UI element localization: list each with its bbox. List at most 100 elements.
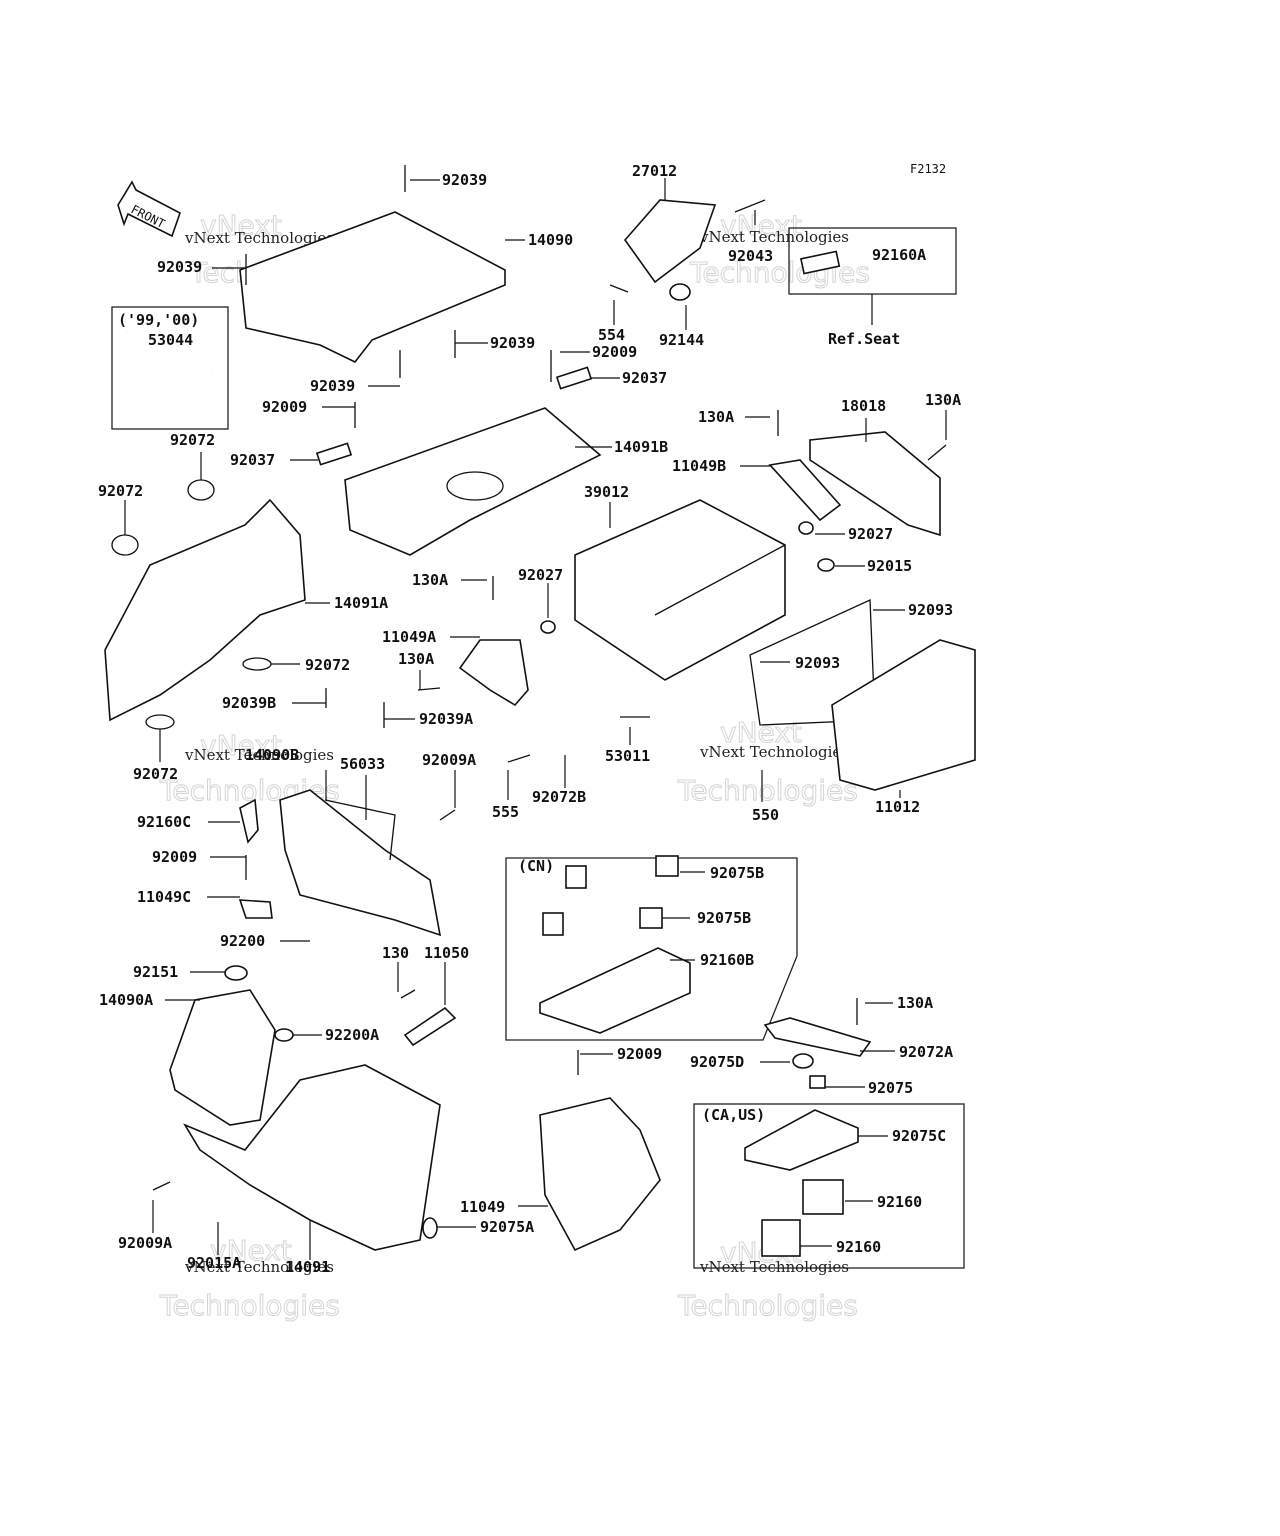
part-92200A: [274, 1028, 294, 1042]
watermark-small: vNext Technologies: [184, 746, 334, 764]
label-53044: 53044: [148, 331, 193, 349]
label-130A: 130A: [897, 994, 933, 1012]
label-92075B: 92075B: [710, 864, 764, 882]
part-11049A: [458, 639, 529, 707]
watermark-large: vNext: [200, 209, 282, 242]
cn-box-label: (CN): [518, 857, 554, 875]
watermark-small: vNext Technologies: [699, 743, 849, 761]
part-92072-clip: [242, 657, 272, 671]
watermark-large: vNext: [720, 716, 802, 749]
part-18018: [809, 431, 941, 537]
label-11012: 11012: [875, 798, 920, 816]
part-92160-ca1: [802, 1179, 844, 1215]
part-11050: [403, 1006, 457, 1047]
cn-box: [505, 857, 798, 1041]
watermark-small: vNext Technologies: [184, 1258, 334, 1276]
label-555: 555: [492, 803, 519, 821]
label-92144: 92144: [659, 331, 704, 349]
label-92027: 92027: [518, 566, 563, 584]
part-92075B-cn3: [542, 912, 564, 936]
label-92039B: 92039B: [222, 694, 276, 712]
label-14090A: 14090A: [99, 991, 153, 1009]
label-18018: 18018: [841, 397, 886, 415]
part-92160C: [239, 798, 259, 844]
part-92072A: [763, 1017, 872, 1057]
label-550: 550: [752, 806, 779, 824]
watermark-large: Technologies: [159, 1289, 340, 1322]
part-11049B: [768, 459, 842, 522]
part-92075A: [422, 1217, 438, 1239]
watermark-small: vNext Technologies: [699, 228, 849, 246]
ca-us-box: [693, 1103, 965, 1269]
part-92160A: [799, 250, 841, 275]
label-92200A: 92200A: [325, 1026, 379, 1044]
part-92072-clip: [145, 714, 175, 730]
watermark-large: vNext: [200, 729, 282, 762]
part-11049C: [238, 899, 273, 919]
label-92037: 92037: [230, 451, 275, 469]
label-92009A: 92009A: [422, 751, 476, 769]
label-92093: 92093: [795, 654, 840, 672]
label-92072B: 92072B: [532, 788, 586, 806]
label-11049: 11049: [460, 1198, 505, 1216]
part-56033: [324, 799, 396, 861]
watermark-small: vNext Technologies: [184, 229, 334, 247]
part-92072-clip: [187, 479, 215, 501]
part-14090A: [169, 989, 276, 1126]
label-92039: 92039: [310, 377, 355, 395]
label-92039: 92039: [157, 258, 202, 276]
label-39012: 39012: [584, 483, 629, 501]
label-11049A: 11049A: [382, 628, 436, 646]
label-92039A: 92039A: [419, 710, 473, 728]
part-92160B: [539, 947, 691, 1034]
part-labels: 92039 14090 92039 53044 92039 92039 9200…: [98, 162, 961, 1276]
part-92037: [555, 366, 593, 390]
part-92151: [224, 965, 248, 981]
ref-seat-label: Ref.Seat: [828, 330, 900, 348]
part-14091B: [344, 407, 602, 556]
part-11049: [539, 1097, 661, 1252]
part-14091A: [104, 498, 306, 722]
label-92160C: 92160C: [137, 813, 191, 831]
label-14090: 14090: [528, 231, 573, 249]
label-92075C: 92075C: [892, 1127, 946, 1145]
label-92072: 92072: [98, 482, 143, 500]
label-92072: 92072: [133, 765, 178, 783]
label-14091: 14091: [285, 1258, 330, 1276]
label-92039: 92039: [490, 334, 535, 352]
label-92075B: 92075B: [697, 909, 751, 927]
label-92075D: 92075D: [690, 1053, 744, 1071]
part-92027: [798, 521, 814, 535]
part-92075B-cn4: [639, 907, 663, 929]
label-11050: 11050: [424, 944, 469, 962]
part-27012: [623, 199, 717, 284]
part-92027: [540, 620, 556, 634]
part-92075B-cn2: [655, 855, 679, 877]
label-92072A: 92072A: [899, 1043, 953, 1061]
leader-lines: [124, 178, 947, 1260]
label-92037: 92037: [622, 369, 667, 387]
label-27012: 27012: [632, 162, 677, 180]
part-92075C: [744, 1109, 859, 1171]
part-92075B-cn1: [565, 865, 587, 889]
label-92072: 92072: [305, 656, 350, 674]
label-92009: 92009: [592, 343, 637, 361]
part-92075D: [792, 1053, 814, 1069]
label-56033: 56033: [340, 755, 385, 773]
front-arrow: FRONT: [117, 180, 181, 238]
part-14091: [183, 1064, 441, 1251]
label-92160: 92160: [836, 1238, 881, 1256]
label-11049C: 11049C: [137, 888, 191, 906]
label-130: 130: [382, 944, 409, 962]
label-130A: 130A: [925, 391, 961, 409]
label-14091B: 14091B: [614, 438, 668, 456]
label-130A: 130A: [398, 650, 434, 668]
watermark-small: vNext Technologies: [699, 1258, 849, 1276]
label-53011: 53011: [605, 747, 650, 765]
part-92037: [315, 442, 353, 466]
watermark-large: Technologies: [677, 774, 858, 807]
figure-id: F2132: [910, 162, 946, 176]
label-92093: 92093: [908, 601, 953, 619]
